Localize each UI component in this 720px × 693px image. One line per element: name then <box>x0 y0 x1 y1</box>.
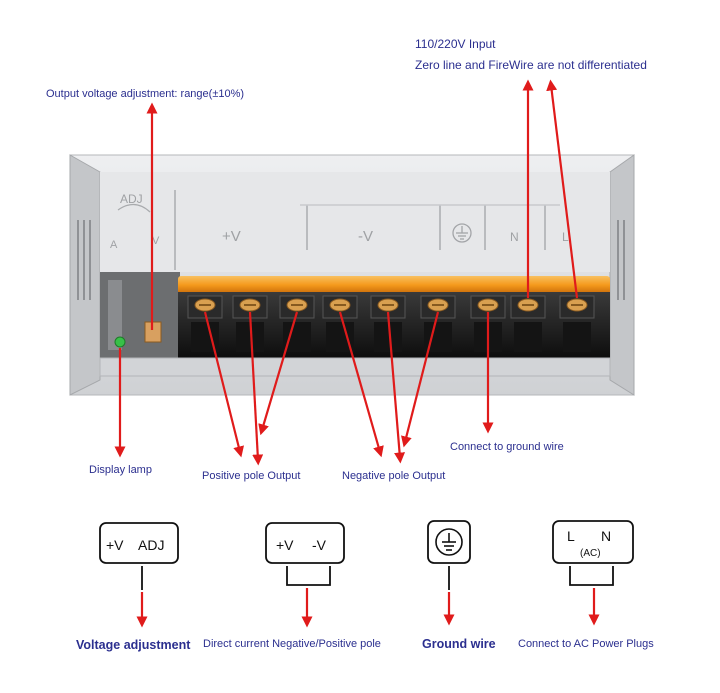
terminal-screw <box>187 295 223 352</box>
icon-dc-poles: +V -V <box>265 522 345 586</box>
minus-v-mark: -V <box>358 228 373 245</box>
l-mark: L <box>562 230 569 244</box>
left-vents <box>77 220 91 300</box>
n-mark: N <box>510 230 519 244</box>
icon-voltage-adjust: +V ADJ <box>99 522 179 590</box>
adj-mark: ADJ <box>120 192 143 206</box>
terminal-screw <box>559 295 595 352</box>
terminal-screw <box>420 295 456 352</box>
icon-ac-plugs: L N (AC) <box>552 520 634 586</box>
label-panel <box>100 172 610 272</box>
a-mark: A <box>110 239 118 251</box>
input-label-line2: Zero line and FireWire are not different… <box>415 58 647 72</box>
caption-ac-plugs: Connect to AC Power Plugs <box>518 638 654 650</box>
right-vents <box>617 220 625 300</box>
caption-voltage-adjustment: Voltage adjustment <box>76 638 191 652</box>
right-flap <box>609 154 635 396</box>
icon-voltage-text2: ADJ <box>138 537 164 553</box>
callout-arrows <box>114 79 579 466</box>
negative-output-label: Negative pole Output <box>342 470 446 482</box>
icon-dc-text1: +V <box>276 537 294 553</box>
terminal-screw <box>370 295 406 352</box>
ground-connect-label: Connect to ground wire <box>450 441 564 453</box>
power-supply-unit: ADJ A V +V -V N L <box>69 154 635 396</box>
output-adj-label: Output voltage adjustment: range(±10%) <box>46 88 245 100</box>
caption-dc-poles: Direct current Negative/Positive pole <box>203 638 381 650</box>
positive-output-label: Positive pole Output <box>202 470 301 482</box>
terminal-screw <box>322 295 358 352</box>
input-label-line1: 110/220V Input <box>415 37 496 51</box>
icon-ac-text2: N <box>601 528 611 544</box>
terminal-screw <box>232 295 268 352</box>
display-lamp-label: Display lamp <box>89 464 152 476</box>
icon-voltage-text1: +V <box>106 537 124 553</box>
orange-cover <box>178 276 610 294</box>
icon-ac-text1: L <box>567 528 575 544</box>
icon-ground <box>427 520 471 590</box>
bottom-arrows <box>136 588 600 628</box>
icon-dc-text2: -V <box>312 537 327 553</box>
caption-ground-wire: Ground wire <box>422 637 496 651</box>
terminal-screw <box>279 295 315 352</box>
icon-ac-text3: (AC) <box>580 548 601 559</box>
plus-v-mark: +V <box>222 228 241 245</box>
v-mark: V <box>152 235 160 247</box>
led-lamp <box>114 336 126 348</box>
ground-mark <box>452 223 472 243</box>
terminal-screw <box>510 295 546 352</box>
